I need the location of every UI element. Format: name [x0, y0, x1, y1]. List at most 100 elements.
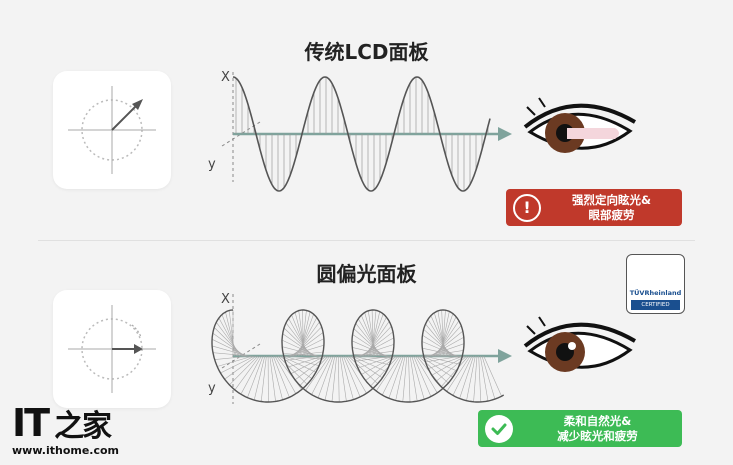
helix-field-line — [355, 355, 392, 362]
helix-field-line — [301, 310, 307, 357]
helix-field-line — [224, 355, 257, 380]
helix-field-line — [234, 355, 260, 391]
helix-field-line — [481, 355, 496, 400]
warning-text-line1: 强烈定向眩光& — [571, 192, 652, 207]
helix-curve — [211, 309, 505, 403]
helix-field-line — [441, 310, 446, 357]
helix-field-line — [220, 355, 255, 374]
helix-field-line — [473, 355, 478, 402]
helix-field-line — [438, 313, 454, 357]
circular-polarization-icon — [68, 305, 156, 393]
helix-field-line — [480, 355, 489, 402]
helix-field-line — [317, 355, 334, 399]
glare-warning-badge: ! 强烈定向眩光& 眼部疲劳 — [506, 189, 682, 226]
helix-field-line — [366, 317, 387, 357]
helix-field-line — [240, 355, 262, 395]
helix-field-line — [292, 326, 322, 357]
warning-text-line2: 眼部疲劳 — [588, 207, 635, 222]
helix-field-line — [344, 355, 367, 394]
linear-wave — [221, 72, 512, 192]
helix-field-line — [211, 339, 247, 357]
warning-icon: ! — [513, 193, 541, 222]
helix-field-line — [338, 355, 340, 403]
helix-field-line — [436, 316, 457, 357]
helix-field-line — [281, 355, 317, 373]
helix-field-line — [214, 355, 252, 360]
helix-field-line — [277, 355, 308, 385]
helix-field-line — [440, 355, 469, 387]
title-traditional-lcd: 传统LCD面板 — [304, 40, 429, 64]
helix-field-line — [217, 355, 254, 367]
helix-field-line — [343, 355, 361, 398]
helix-field-line — [357, 355, 394, 369]
helix-field-line — [361, 355, 396, 375]
section-divider — [38, 240, 695, 241]
helix-field-line — [269, 355, 276, 402]
helix-field-line — [459, 355, 474, 399]
helix-field-line — [446, 355, 471, 392]
helix-field-line — [282, 333, 316, 357]
helix-field-line — [431, 355, 466, 376]
propagation-arrow — [498, 127, 512, 141]
helix-field-line — [271, 355, 283, 400]
helix-field-line — [370, 355, 399, 387]
linear-polarization-icon — [68, 86, 156, 174]
tuv-certified-label: CERTIFIED — [631, 300, 680, 310]
helix-field-line — [284, 355, 322, 361]
helix-field-line — [352, 347, 389, 357]
comfort-badge: 柔和自然光& 减少眩光和疲劳 — [478, 410, 682, 447]
circular-helix-wave — [211, 294, 512, 404]
helix-field-line — [294, 321, 320, 357]
helix-field-line — [409, 355, 418, 402]
eye-glare-icon — [523, 97, 637, 153]
helix-field-line — [311, 355, 332, 395]
helix-field-line — [478, 355, 482, 402]
helix-field-line — [408, 355, 411, 403]
helix-field-line — [361, 315, 379, 357]
helix-field-line — [272, 355, 290, 398]
helix-field-line — [305, 355, 331, 391]
helix-field-line — [260, 355, 267, 402]
propagation-arrow — [498, 349, 512, 363]
linear-wave-curve — [232, 76, 491, 192]
helix-field-line — [466, 355, 476, 401]
helix-field-line — [402, 355, 408, 402]
helix-field-line — [436, 355, 468, 382]
comfort-text-line2: 减少眩光和疲劳 — [557, 428, 638, 443]
helix-field-line — [452, 355, 473, 396]
helix-field-line — [353, 354, 391, 357]
helix-field-line — [212, 345, 249, 357]
helix-field-line — [421, 341, 458, 357]
helix-field-line — [422, 347, 459, 357]
helix-field-line — [299, 355, 329, 386]
helix-field-line — [395, 355, 406, 401]
helix-field-line — [352, 334, 386, 357]
comfort-text-line1: 柔和自然光& — [563, 413, 632, 428]
helix-field-line — [364, 312, 377, 357]
helix-field-line — [414, 355, 438, 393]
helix-field-line — [229, 355, 259, 386]
helix-field-line — [420, 355, 453, 378]
y-axis-label-top: y — [208, 157, 216, 172]
helix-field-line — [483, 355, 502, 397]
helix-field-line — [339, 355, 347, 402]
checkmark-icon — [485, 414, 513, 443]
helix-field-line — [290, 355, 326, 374]
helix-field-line — [324, 355, 336, 401]
ithome-url: www.ithome.com — [12, 444, 120, 457]
helix-field-line — [287, 355, 324, 368]
helix-field-line — [282, 346, 319, 357]
helix-field-line — [422, 334, 456, 357]
helix-field-line — [413, 355, 432, 397]
helix-field-line — [375, 355, 401, 392]
helix-field-line — [281, 339, 317, 357]
helix-field-line — [348, 355, 378, 384]
helix-field-line — [411, 355, 425, 400]
diagonal-axis — [221, 343, 261, 369]
helix-field-line — [341, 355, 354, 400]
helix-field-line — [433, 325, 462, 357]
helix-field-line — [351, 340, 387, 357]
helix-field-line — [283, 353, 320, 357]
logo-mark-cn: 之家 — [54, 409, 112, 444]
